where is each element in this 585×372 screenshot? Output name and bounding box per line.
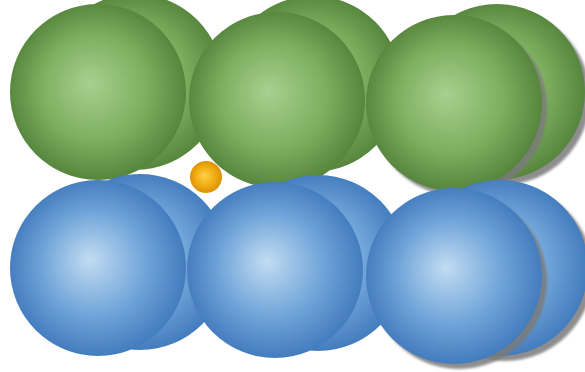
top-layer-front-row: [10, 4, 547, 196]
green-sphere-front-3: [366, 15, 542, 191]
blue-sphere-front-1: [10, 180, 186, 356]
bottom-layer-front-row: [10, 180, 547, 369]
green-sphere-front-2: [189, 12, 365, 188]
blue-sphere-front-3: [366, 188, 542, 364]
green-sphere-front-1: [10, 4, 186, 180]
small-particle-group: [190, 161, 222, 193]
blue-sphere-front-2: [187, 182, 363, 358]
small-particle: [190, 161, 222, 193]
